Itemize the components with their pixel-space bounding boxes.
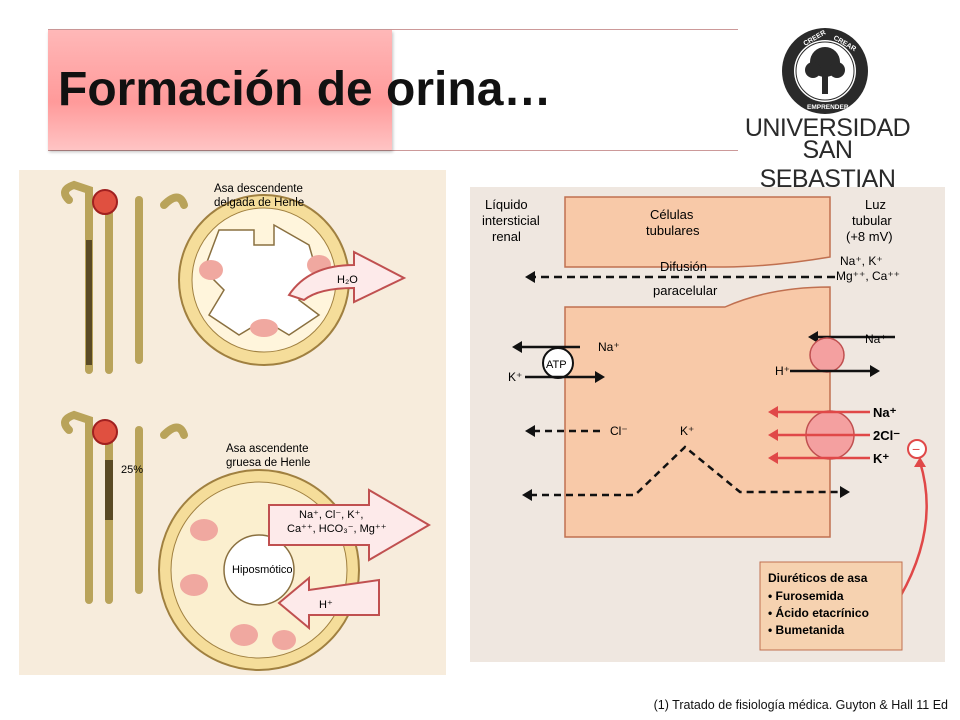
atp-label: ATP	[546, 359, 567, 371]
interstitial-label-2: intersticial	[482, 213, 540, 228]
k-left-label: K⁺	[508, 370, 522, 384]
university-logo: CREER CREAR EMPRENDER	[782, 28, 868, 114]
hydrogen-arrow-icon	[277, 575, 380, 631]
na-h-exchanger-icon	[809, 337, 845, 373]
diuretics-box	[759, 561, 903, 651]
diuretics-title: Diuréticos de asa	[768, 571, 868, 585]
diuretic-item: • Furosemida	[768, 589, 844, 603]
nephron-top-icon	[61, 180, 188, 374]
logo-san-sebastian: SAN SEBASTIAN	[759, 136, 896, 193]
thick-ascending-transport-diagram: Células tubulares Líquido intersticial r…	[482, 196, 928, 651]
cells-label-2: tubulares	[646, 223, 700, 238]
na-right-label: Na⁺	[865, 332, 887, 346]
thin-descending-label-1: Asa descendente	[214, 183, 303, 195]
loop-of-henle-diagram: H₂O Asa descendente delgada de Henle 25%…	[61, 180, 431, 671]
ions-arrow-icon	[268, 488, 431, 562]
k-recycling-path	[530, 445, 840, 497]
lumen-ions-1: Na⁺, K⁺	[840, 254, 883, 268]
diuretic-item: • Ácido etacrínico	[768, 605, 869, 620]
logo-university: UNIVERSIDAD	[744, 114, 911, 142]
ions-label-2: Ca⁺⁺, HCO₃⁻, Mg⁺⁺	[287, 523, 387, 535]
seal-icon	[782, 28, 868, 114]
lumen-ions-2: Mg⁺⁺, Ca⁺⁺	[836, 269, 900, 283]
na-red-label: Na⁺	[873, 405, 897, 420]
water-arrow-icon	[287, 250, 407, 304]
percent-label: 25%	[121, 464, 143, 476]
hydrogen-label: H⁺	[319, 599, 333, 611]
slide-title: Formación de orina…	[58, 63, 552, 116]
cl-red-label: 2Cl⁻	[873, 428, 900, 443]
na-left-label: Na⁺	[598, 340, 620, 354]
title-bar	[48, 29, 738, 151]
seal-text-emprender: EMPRENDER	[807, 104, 849, 111]
k-mid-label: K⁺	[680, 424, 694, 438]
h-right-label: H⁺	[775, 364, 790, 378]
interstitial-label-1: Líquido	[485, 197, 528, 212]
diuretic-item: • Bumetanida	[768, 623, 845, 637]
ions-label-1: Na⁺, Cl⁻, K⁺,	[299, 509, 364, 521]
cells-label-1: Células	[650, 207, 694, 222]
glomerulus-top-icon	[92, 189, 118, 215]
inhibition-minus: −	[912, 441, 920, 457]
k-red-label: K⁺	[873, 451, 889, 466]
thick-ascending-label-2: gruesa de Henle	[226, 457, 310, 469]
water-label: H₂O	[337, 274, 358, 286]
thick-ascending-label-1: Asa ascendente	[226, 443, 308, 455]
citation: (1) Tratado de fisiología médica. Guyton…	[653, 698, 948, 712]
lumen-label-2: tubular	[852, 213, 892, 228]
diffusion-label-2: paracelular	[653, 283, 718, 298]
title-gradient	[48, 30, 392, 150]
diffusion-label-1: Difusión	[660, 259, 707, 274]
upper-cell	[564, 196, 831, 268]
glomerulus-bottom-icon	[92, 419, 118, 445]
hyposmotic-label: Hiposmótico	[232, 564, 293, 576]
right-diagram-panel: Células tubulares Líquido intersticial r…	[470, 187, 945, 662]
lumen-label-3: (+8 mV)	[846, 229, 893, 244]
cross-section-thin-icon	[178, 194, 350, 366]
thin-descending-label-2: delgada de Henle	[214, 197, 304, 209]
inhibition-arrow	[898, 461, 928, 598]
lower-cell	[564, 286, 831, 538]
interstitial-label-3: renal	[492, 229, 521, 244]
lumen-label-1: Luz	[865, 197, 886, 212]
cl-left-label: Cl⁻	[610, 424, 628, 438]
left-diagram-panel: H₂O Asa descendente delgada de Henle 25%…	[19, 170, 446, 675]
inhibition-icon	[907, 439, 927, 459]
